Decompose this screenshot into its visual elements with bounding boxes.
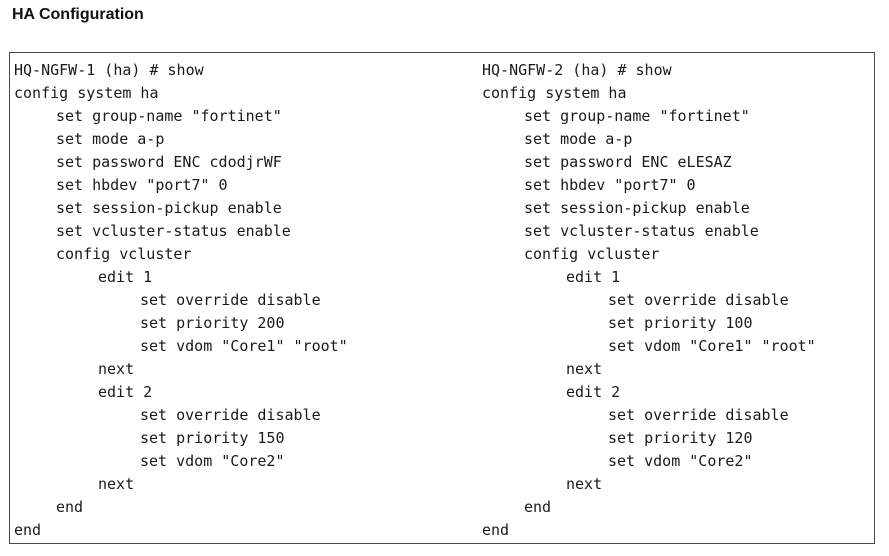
config-line: next (98, 360, 135, 378)
config-line: set priority 120 (608, 429, 753, 447)
config-line: HQ-NGFW-1 (ha) # show (14, 61, 204, 79)
config-line: set vdom "Core1" "root" (140, 337, 348, 355)
config-line: set vcluster-status enable (56, 222, 291, 240)
config-line: set session-pickup enable (524, 199, 750, 217)
config-line: config system ha (14, 84, 159, 102)
config-line: set mode a-p (56, 130, 165, 148)
config-line: set mode a-p (524, 130, 633, 148)
config-line: set password ENC cdodjrWF (56, 153, 282, 171)
config-line: set hbdev "port7" 0 (524, 176, 696, 194)
ngfw-2-config: HQ-NGFW-2 (ha) # show config system ha set… (482, 59, 816, 542)
config-line: end (56, 498, 84, 516)
config-line: set session-pickup enable (56, 199, 282, 217)
config-line: edit 1 (98, 268, 153, 286)
config-line: end (14, 521, 42, 539)
config-line: set group-name "fortinet" (56, 107, 282, 125)
config-line: set override disable (140, 291, 321, 309)
config-line: set vdom "Core1" "root" (608, 337, 816, 355)
ngfw-1-config: HQ-NGFW-1 (ha) # show config system ha set… (14, 59, 348, 542)
page-title: HA Configuration (12, 6, 144, 23)
config-line: set override disable (608, 406, 789, 424)
config-line: next (98, 475, 135, 493)
config-line: edit 2 (98, 383, 153, 401)
config-line: edit 2 (566, 383, 621, 401)
config-line: set password ENC eLESAZ (524, 153, 732, 171)
config-line: set vcluster-status enable (524, 222, 759, 240)
config-line: config vcluster (524, 245, 660, 263)
config-line: set group-name "fortinet" (524, 107, 750, 125)
config-panel: HQ-NGFW-1 (ha) # show config system ha set… (9, 52, 875, 544)
config-line: set priority 100 (608, 314, 753, 332)
config-line: HQ-NGFW-2 (ha) # show (482, 61, 672, 79)
config-line: config system ha (482, 84, 627, 102)
config-line: set vdom "Core2" (608, 452, 753, 470)
config-line: end (482, 521, 510, 539)
config-line: set vdom "Core2" (140, 452, 285, 470)
config-line: set hbdev "port7" 0 (56, 176, 228, 194)
config-line: end (524, 498, 552, 516)
config-line: edit 1 (566, 268, 621, 286)
config-line: next (566, 475, 603, 493)
config-line: set priority 150 (140, 429, 285, 447)
config-line: config vcluster (56, 245, 192, 263)
config-line: set priority 200 (140, 314, 285, 332)
config-line: set override disable (608, 291, 789, 309)
config-line: next (566, 360, 603, 378)
config-line: set override disable (140, 406, 321, 424)
